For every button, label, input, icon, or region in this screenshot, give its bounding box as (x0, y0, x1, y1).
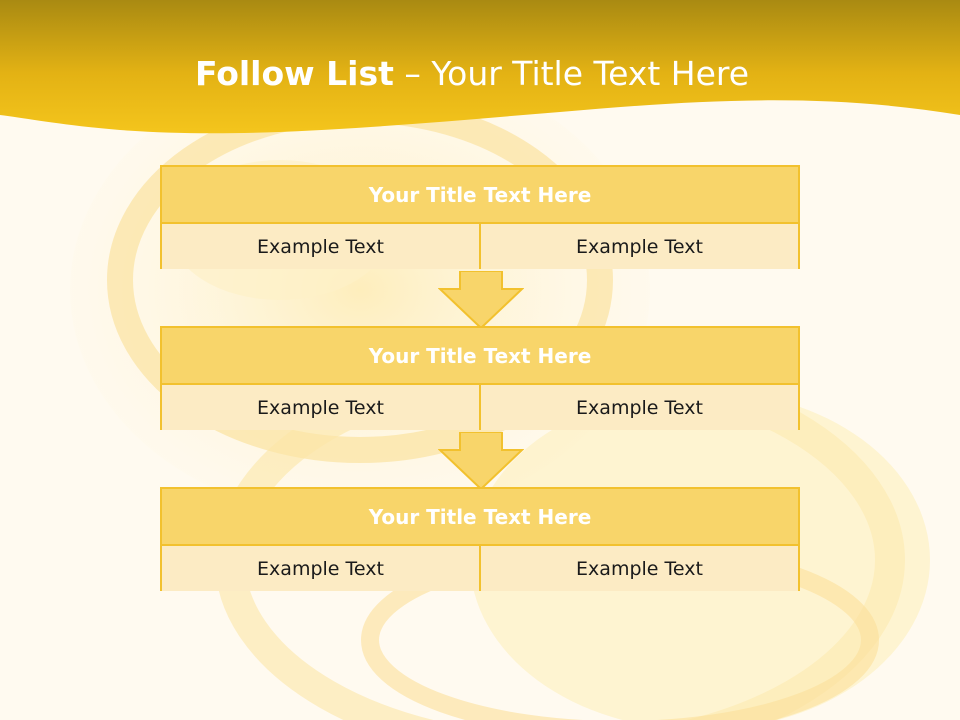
step-cell-right: Example Text (479, 224, 798, 269)
step-cell-left: Example Text (162, 546, 479, 591)
title-banner (0, 0, 960, 134)
step-title: Your Title Text Here (162, 489, 798, 546)
down-arrow-icon (438, 432, 524, 490)
step-cell-right: Example Text (479, 385, 798, 430)
step-cell-left: Example Text (162, 385, 479, 430)
step-title: Your Title Text Here (162, 167, 798, 224)
slide-title: Follow List – Your Title Text Here (0, 54, 944, 93)
title-rest: – Your Title Text Here (393, 54, 750, 93)
step-block-1: Your Title Text Here Example Text Exampl… (160, 165, 800, 269)
step-row: Example Text Example Text (162, 385, 798, 430)
title-bold: Follow List (194, 54, 394, 93)
step-title: Your Title Text Here (162, 328, 798, 385)
step-row: Example Text Example Text (162, 546, 798, 591)
step-cell-left: Example Text (162, 224, 479, 269)
step-cell-right: Example Text (479, 546, 798, 591)
step-row: Example Text Example Text (162, 224, 798, 269)
step-block-2: Your Title Text Here Example Text Exampl… (160, 326, 800, 430)
down-arrow-icon (438, 271, 524, 329)
step-block-3: Your Title Text Here Example Text Exampl… (160, 487, 800, 591)
